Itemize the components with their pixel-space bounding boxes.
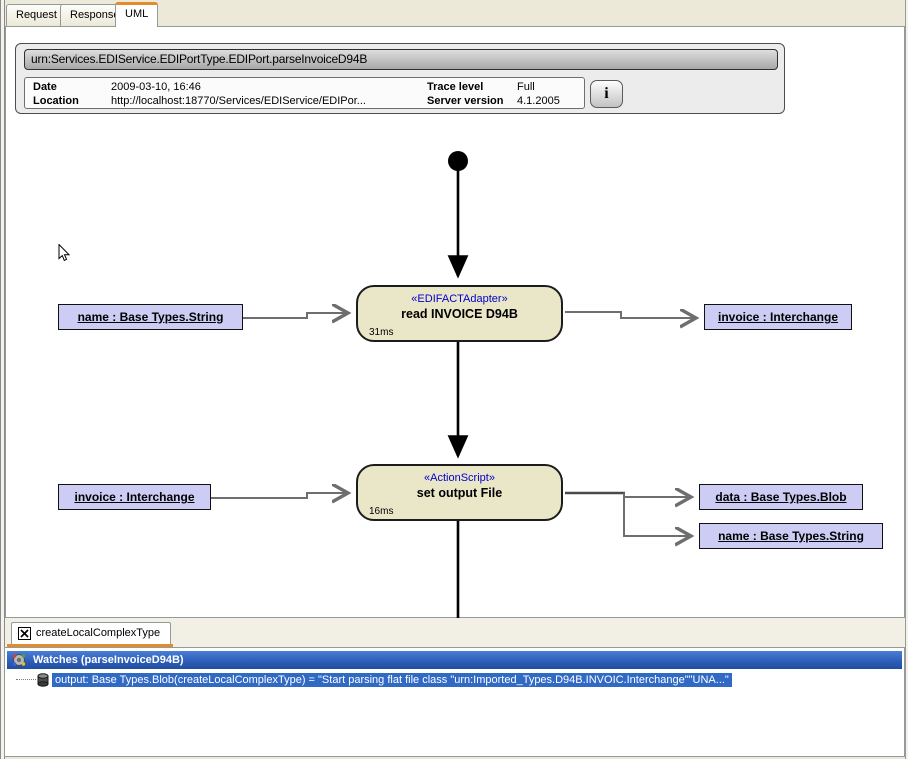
param-input-name-string[interactable]: name : Base Types.String — [58, 304, 243, 330]
blob-icon — [37, 672, 49, 687]
param-output-data-blob[interactable]: data : Base Types.Blob — [699, 484, 863, 510]
trace-info-box: Date 2009-03-10, 16:46 Location http://l… — [24, 77, 585, 109]
right-splitter[interactable] — [905, 0, 908, 759]
watches-panel: Watches (parseInvoiceD94B) output: Base … — [4, 647, 905, 757]
active-tab-accent — [7, 644, 173, 647]
trace-level-value: Full — [517, 81, 535, 93]
activity-name: read INVOICE D94B — [401, 307, 518, 321]
watch-value[interactable]: output: Base Types.Blob(createLocalCompl… — [52, 672, 732, 687]
top-tab-bar: Request Response UML — [5, 0, 905, 27]
watches-header: Watches (parseInvoiceD94B) — [7, 651, 902, 669]
activity-stereotype: «ActionScript» — [424, 472, 495, 484]
activity-duration: 16ms — [369, 506, 394, 517]
uml-canvas: urn:Services.EDIService.EDIPortType.EDIP… — [5, 26, 905, 619]
bottom-tab-bar: createLocalComplexType — [5, 618, 905, 647]
tab-request-label: Request — [16, 9, 57, 21]
tab-response-label: Response — [70, 9, 120, 21]
watch-row[interactable]: output: Base Types.Blob(createLocalCompl… — [7, 671, 902, 688]
location-label: Location — [33, 95, 79, 107]
tab-response[interactable]: Response — [60, 4, 130, 26]
tab-request[interactable]: Request — [6, 4, 67, 26]
param-output-name-string[interactable]: name : Base Types.String — [699, 523, 883, 549]
activity-duration: 31ms — [369, 327, 394, 338]
trace-level-label: Trace level — [427, 81, 484, 93]
trace-header-panel: urn:Services.EDIService.EDIPortType.EDIP… — [15, 43, 785, 114]
mouse-cursor-icon — [58, 243, 71, 262]
bottom-tab-label: createLocalComplexType — [36, 627, 161, 639]
tab-uml-label: UML — [125, 8, 149, 20]
watches-title: Watches (parseInvoiceD94B) — [33, 654, 184, 666]
left-splitter[interactable] — [0, 0, 5, 759]
activity-read-invoice[interactable]: «EDIFACTAdapter» read INVOICE D94B 31ms — [356, 285, 563, 342]
param-input-invoice[interactable]: invoice : Interchange — [58, 484, 211, 510]
date-label: Date — [33, 81, 57, 93]
date-value: 2009-03-10, 16:46 — [111, 81, 201, 93]
info-button[interactable]: i — [590, 80, 623, 108]
location-value: http://localhost:18770/Services/EDIServi… — [111, 95, 366, 107]
activity-set-output-file[interactable]: «ActionScript» set output File 16ms — [356, 464, 563, 521]
tree-branch-line — [16, 679, 36, 680]
initial-node — [448, 151, 468, 171]
close-icon[interactable] — [18, 627, 31, 640]
tab-createlocalcomplextype[interactable]: createLocalComplexType — [11, 622, 172, 644]
activity-stereotype: «EDIFACTAdapter» — [411, 293, 508, 305]
param-output-invoice[interactable]: invoice : Interchange — [704, 304, 852, 330]
activity-name: set output File — [416, 486, 503, 500]
service-title: urn:Services.EDIService.EDIPortType.EDIP… — [24, 49, 778, 70]
server-version-label: Server version — [427, 95, 504, 107]
tab-uml[interactable]: UML — [115, 2, 159, 27]
server-version-value: 4.1.2005 — [517, 95, 560, 107]
watches-icon — [12, 653, 26, 667]
